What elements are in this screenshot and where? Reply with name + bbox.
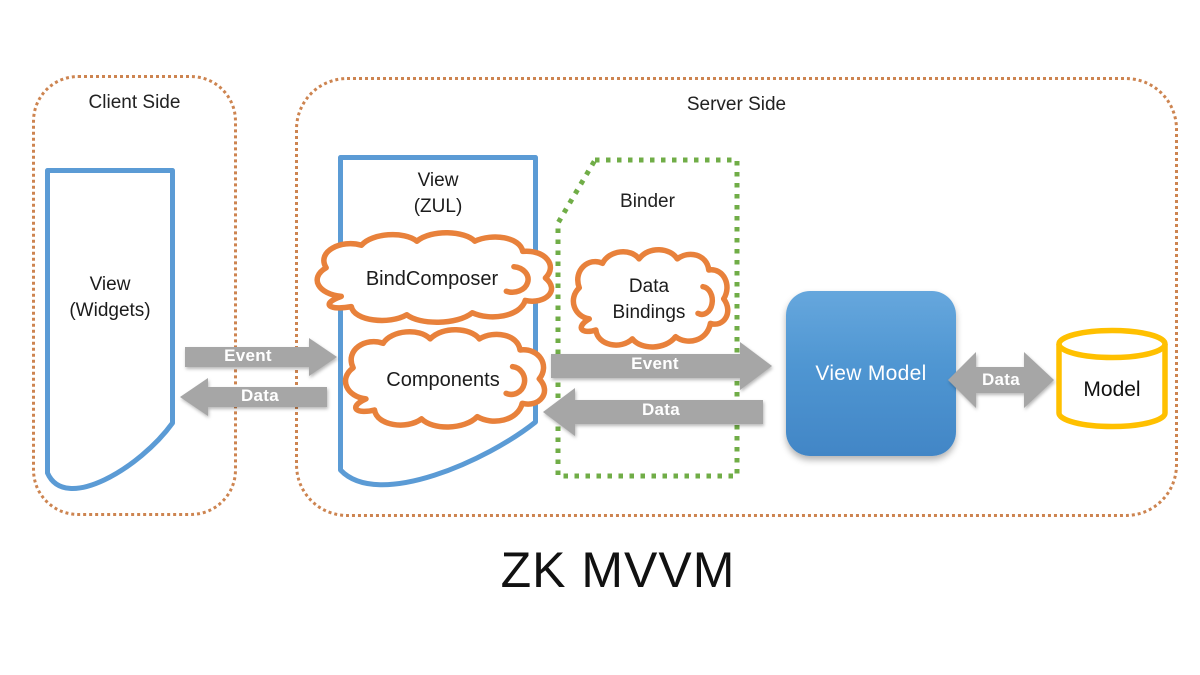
data-arrow-server-to-client — [180, 378, 327, 416]
model-label: Model — [1083, 378, 1141, 401]
view-model-box: View Model — [786, 291, 956, 456]
diagram-title: ZK MVVM — [500, 542, 736, 598]
data-arrow-client-label: Data — [240, 386, 280, 405]
zul-view-label: View (ZUL) — [413, 170, 463, 217]
event-arrow-client-to-server — [185, 338, 337, 376]
data-arrow-binder-label: Data — [641, 400, 681, 419]
data-bindings-label: Data Bindings — [612, 276, 686, 323]
data-arrow-viewmodel-to-binder — [543, 388, 763, 436]
components-label: Components — [386, 369, 500, 391]
event-arrow-binder-to-viewmodel — [551, 342, 772, 390]
client-view-document-shape — [45, 168, 175, 491]
client-view-label: View (Widgets) — [69, 274, 151, 321]
event-arrow-client-label: Event — [224, 346, 272, 365]
server-side-container: Server Side — [295, 77, 1178, 517]
bindcomposer-label: BindComposer — [365, 268, 499, 290]
data-double-arrow-label: Data — [981, 370, 1021, 389]
client-side-label: Client Side — [88, 92, 181, 113]
view-model-label: View Model — [815, 361, 927, 385]
model-cylinder-shape — [1056, 327, 1168, 430]
event-arrow-binder-label: Event — [631, 354, 679, 373]
binder-label: Binder — [620, 191, 675, 212]
binder-dashed-border-shape — [555, 157, 740, 479]
data-double-arrow-viewmodel-model — [948, 352, 1054, 408]
server-side-label: Server Side — [686, 94, 787, 115]
client-side-container: Client Side — [32, 75, 237, 516]
